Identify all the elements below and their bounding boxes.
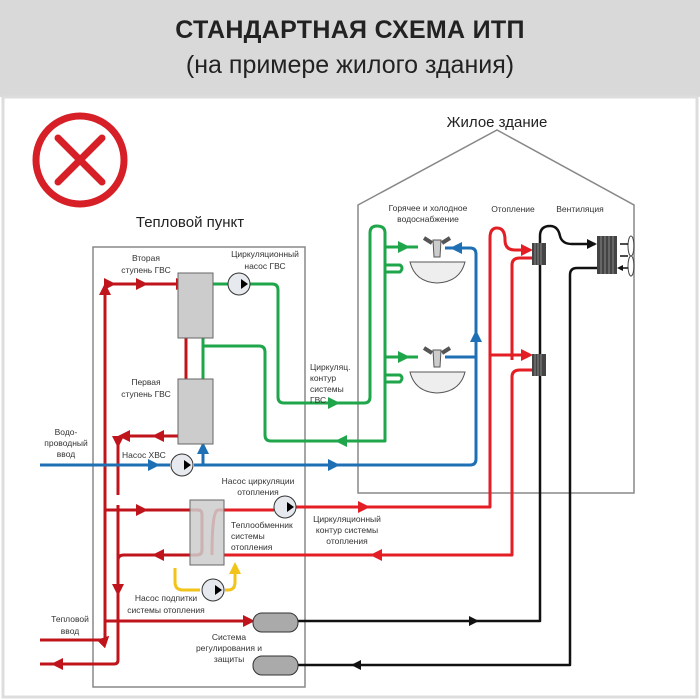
label-first-stage: Первая [131,377,161,387]
header: СТАНДАРТНАЯ СХЕМА ИТП (на примере жилого… [0,0,700,97]
label-gvs-loop: ГВС [310,395,326,405]
heat-point-title: Тепловой пункт [136,214,244,231]
label-control: Система [212,632,247,642]
page-title: СТАНДАРТНАЯ СХЕМА ИТП [175,16,525,44]
hx-second-stage [177,272,214,339]
pump-icon [201,578,225,602]
label-heating-hx: Теплообменник [231,520,293,530]
label-heating-loop: Циркуляционный [313,514,381,524]
label-circ-pump: насос ГВС [244,261,285,271]
cold-water-pipes [40,242,482,471]
control-unit [252,612,299,633]
red-cross-circle-icon [32,112,128,208]
label-water-inlet: ввод [57,449,75,459]
label-makeup-pump: системы отопления [127,605,205,615]
label-heat-inlet: ввод [61,626,79,636]
radiator-icon [532,236,617,376]
label-heating: Отопление [491,204,535,214]
label-heating-hx: системы [231,531,265,541]
pump-icon [273,495,297,519]
page-subtitle: (на примере жилого здания) [185,51,515,79]
label-circ-pump: Циркуляционный [231,249,299,259]
label-ventilation: Вентиляция [556,204,604,214]
labels: Вторая ступень ГВС Циркуляционный насос … [44,203,604,664]
label-control: регулирования и [196,643,262,653]
label-second-stage: Вторая [132,253,160,263]
makeup-pipes [173,562,241,592]
label-second-stage: ступень ГВС [121,265,170,275]
ventilation-pipes [298,224,597,670]
panel-border [1,95,699,699]
label-gvs-loop: системы [310,384,344,394]
label-first-stage: ступень ГВС [121,389,170,399]
label-heating-loop: контур системы [316,525,378,535]
label-cold-pump: Насос ХВС [122,450,166,460]
hx-first-stage [177,378,214,445]
sink-icon [409,236,466,394]
heat-point-box [92,246,306,688]
building-title: Жилое здание [447,114,548,131]
label-water-inlet: проводный [44,438,88,448]
label-water-supply: водоснабжение [397,214,459,224]
label-heating-pump: отопления [237,487,279,497]
label-heating-pump: Насос циркуляции [222,476,295,486]
fan-icon [620,235,635,277]
hot-water-pipes [197,224,418,460]
label-control: защиты [214,654,244,664]
label-makeup-pump: Насос подпитки [135,593,198,603]
heating-loop-pipes [210,226,545,561]
label-gvs-loop: Циркуляц. [310,362,350,372]
label-heating-hx: отопления [231,542,273,552]
label-heat-inlet: Тепловой [51,614,89,624]
label-heating-loop: отопления [326,536,368,546]
label-water-inlet: Водо- [55,427,78,437]
pump-icon [170,453,194,477]
pump-icon [227,272,251,296]
label-gvs-loop: контур [310,373,336,383]
label-water-supply: Горячее и холодное [389,203,468,213]
hx-heating [189,499,225,566]
building-outline [357,129,635,494]
control-unit [252,655,299,676]
